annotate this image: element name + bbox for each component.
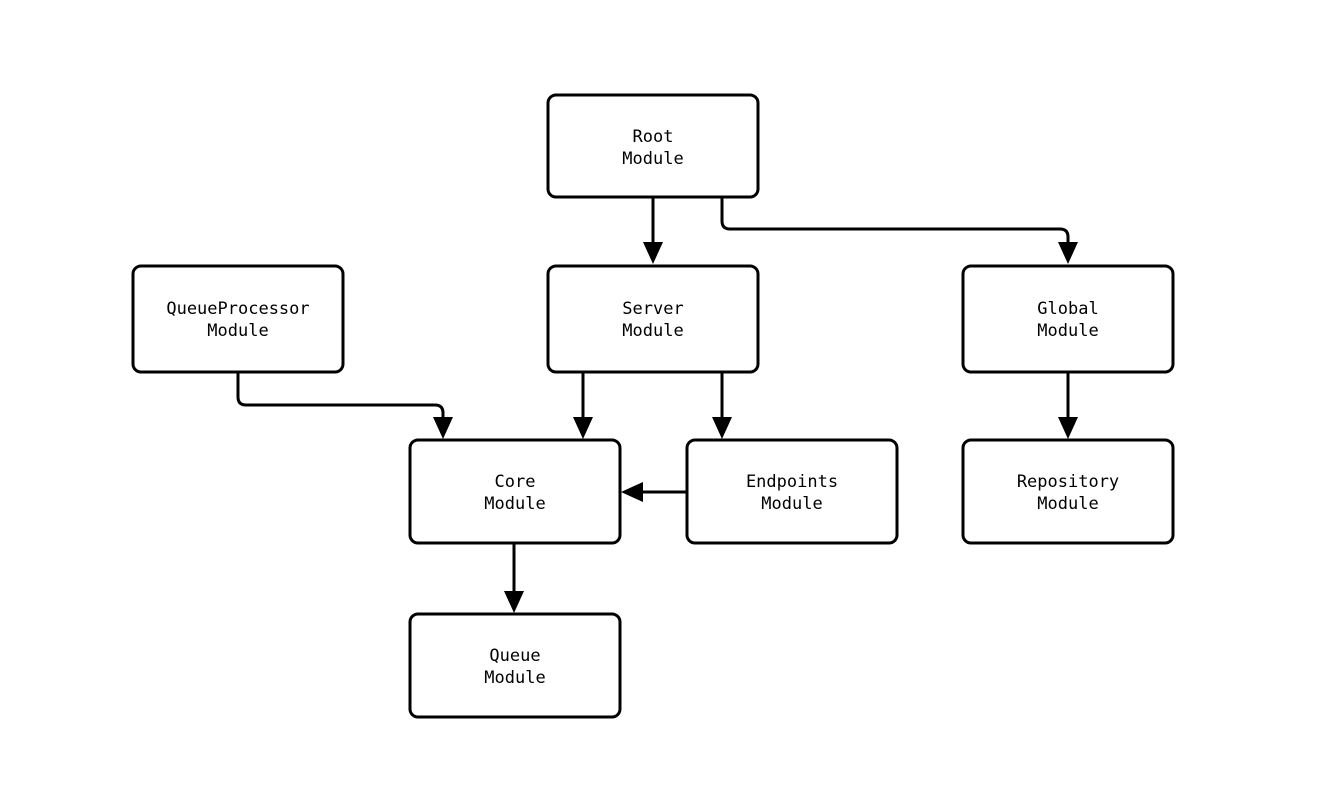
node-core-module-box[interactable]: [408, 438, 622, 545]
edge-core-to-queue: [504, 543, 524, 613]
node-queue-module-box[interactable]: [408, 612, 622, 719]
node-root-module-label-line2: Module: [622, 149, 683, 169]
node-endpoints-module-label-line2: Module: [761, 494, 822, 514]
edge-queueprocessor-to-core-line: [236, 372, 445, 420]
node-server-module-label-line1: Server: [622, 299, 683, 319]
edge-core-to-queue-arrowhead: [504, 591, 524, 613]
node-repository-module-label-line1: Repository: [1017, 472, 1119, 492]
node-queue-module[interactable]: Queue Module: [408, 612, 622, 719]
node-queue-module-label-line2: Module: [484, 668, 545, 688]
node-layer: Root Module QueueProcessor Module Server…: [131, 93, 1175, 719]
node-core-module[interactable]: Core Module: [408, 438, 622, 545]
node-root-module[interactable]: Root Module: [546, 93, 760, 199]
node-repository-module-label-line2: Module: [1037, 494, 1098, 514]
edge-server-to-endpoints: [712, 372, 732, 439]
node-queueprocessor-module-label-line2: Module: [207, 321, 268, 341]
edge-endpoints-to-core: [621, 482, 687, 502]
node-endpoints-module-box[interactable]: [685, 438, 899, 545]
edge-server-to-endpoints-arrowhead: [712, 417, 732, 439]
node-endpoints-module-label-line1: Endpoints: [746, 472, 838, 492]
edge-root-to-server-arrowhead: [643, 242, 663, 264]
node-queueprocessor-module[interactable]: QueueProcessor Module: [131, 264, 345, 374]
node-queueprocessor-module-box[interactable]: [131, 264, 345, 374]
edge-server-to-core-arrowhead: [573, 417, 593, 439]
node-queue-module-label-line1: Queue: [489, 646, 540, 666]
node-endpoints-module[interactable]: Endpoints Module: [685, 438, 899, 545]
edge-global-to-repository-arrowhead: [1058, 417, 1078, 439]
edge-server-to-core: [573, 372, 593, 439]
edge-endpoints-to-core-arrowhead: [621, 482, 643, 502]
node-global-module-box[interactable]: [961, 264, 1175, 374]
node-core-module-label-line2: Module: [484, 494, 545, 514]
edge-root-to-global-line: [720, 197, 1070, 246]
edge-root-to-global-arrowhead: [1058, 242, 1078, 264]
node-repository-module-box[interactable]: [961, 438, 1175, 545]
node-global-module-label-line2: Module: [1037, 321, 1098, 341]
node-root-module-box[interactable]: [546, 93, 760, 199]
edge-global-to-repository: [1058, 372, 1078, 439]
edge-queueprocessor-to-core: [236, 372, 453, 439]
edge-root-to-global: [720, 197, 1078, 264]
node-core-module-label-line1: Core: [495, 472, 536, 492]
node-server-module-box[interactable]: [546, 264, 760, 374]
node-global-module-label-line1: Global: [1037, 299, 1098, 319]
node-root-module-label-line1: Root: [633, 127, 674, 147]
node-server-module-label-line2: Module: [622, 321, 683, 341]
edge-layer: [236, 197, 1078, 613]
edge-queueprocessor-to-core-arrowhead: [433, 417, 453, 439]
node-server-module[interactable]: Server Module: [546, 264, 760, 374]
node-queueprocessor-module-label-line1: QueueProcessor: [166, 299, 309, 319]
node-global-module[interactable]: Global Module: [961, 264, 1175, 374]
edge-root-to-server: [643, 197, 663, 264]
node-repository-module[interactable]: Repository Module: [961, 438, 1175, 545]
